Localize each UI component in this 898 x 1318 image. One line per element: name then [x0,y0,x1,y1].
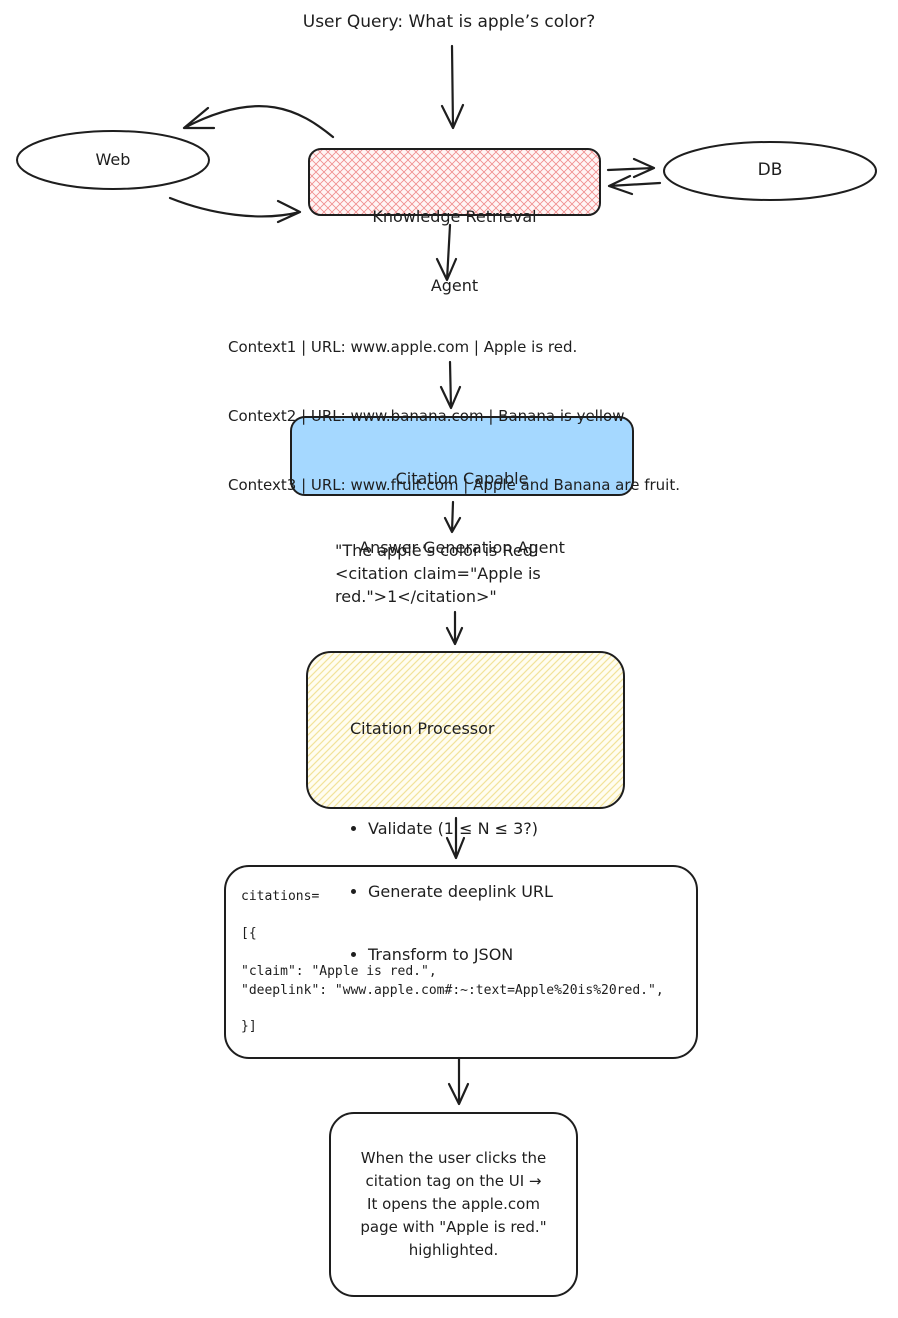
processor-step: Generate deeplink URL [368,879,553,904]
arrow-retrieval-to-db [606,157,656,179]
context-line: Context1 | URL: www.apple.com | Apple is… [228,338,578,356]
arrow-web-to-retrieval [168,196,302,224]
arrow-output-to-processor [445,610,464,646]
final-note-text: When the user clicks the citation tag on… [360,1149,547,1259]
answer-agent-line1: Citation Capable [395,469,529,488]
answer-agent-line2: Answer Generation Agent [359,538,565,557]
processor-title: Citation Processor [350,719,495,738]
retrieval-agent-label: Knowledge Retrieval Agent [309,159,600,343]
arrow-contexts-to-answer [439,360,462,410]
contexts-block: Context1 | URL: www.apple.com | Apple is… [228,290,680,543]
answer-agent-label: Citation Capable Answer Generation Agent [291,421,633,605]
processor-step: Validate (1 ≤ N ≤ 3?) [368,816,553,841]
json-line: citations= [241,889,320,904]
web-label: Web [95,150,131,169]
retrieval-agent-shape [308,148,601,216]
processor-step: Transform to JSON [368,942,553,967]
final-note-shape [329,1112,578,1297]
db-node-shape [663,141,877,201]
web-node-shape [16,130,210,190]
retrieval-agent-line1: Knowledge Retrieval [372,207,537,226]
context-line: Context3 | URL: www.fruit.com | Apple an… [228,476,680,494]
arrow-answer-to-output [443,500,462,534]
arrow-query-to-retrieval [440,44,465,130]
json-line: [{ [241,926,257,941]
answer-agent-shape [290,416,634,496]
arrow-db-to-retrieval [607,174,662,196]
json-block-shape [224,865,698,1059]
retrieval-agent-line2: Agent [430,276,479,295]
user-query-text: User Query: What is apple’s color? [302,12,596,32]
json-line: }] [241,1019,257,1034]
processor-content: Citation Processor Validate (1 ≤ N ≤ 3?)… [350,680,553,1043]
processor-shape [306,651,625,809]
processor-steps: Validate (1 ≤ N ≤ 3?) Generate deeplink … [350,778,553,1005]
arrow-retrieval-to-contexts [435,223,458,282]
arrow-retrieval-to-web [182,105,335,139]
json-line: "claim": "Apple is red.", [241,964,437,979]
context-line: Context2 | URL: www.banana.com | Banana … [228,407,625,425]
db-label: DB [757,160,783,180]
json-code: citations= [{ "claim": "Apple is red.", … [241,888,664,1034]
arrow-processor-to-json [445,816,466,860]
arrow-json-to-note [447,1056,470,1106]
answer-output-text: "The apple’s color is Red! <citation cla… [335,541,541,606]
json-line: "deeplink": "www.apple.com#:~:text=Apple… [241,983,664,998]
